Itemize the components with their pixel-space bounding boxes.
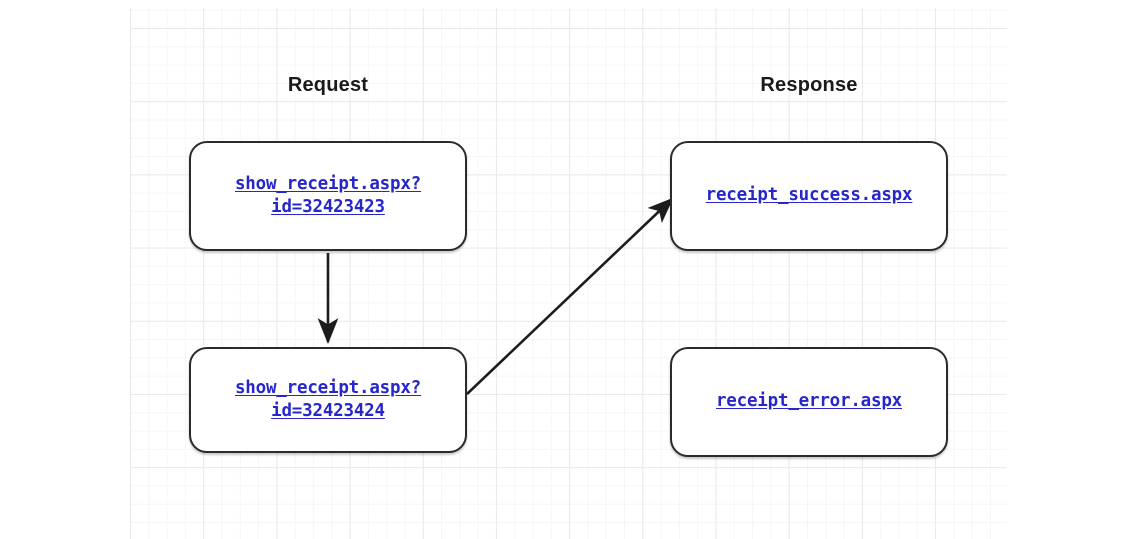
node-response-receipt-success[interactable]: receipt_success.aspx — [670, 141, 948, 251]
node-label-link[interactable]: receipt_error.aspx — [715, 391, 903, 412]
node-request-receipt-32423424[interactable]: show_receipt.aspx? id=32423424 — [189, 347, 467, 453]
node-label-link[interactable]: show_receipt.aspx? id=32423423 — [234, 173, 422, 217]
node-response-receipt-error[interactable]: receipt_error.aspx — [670, 347, 948, 457]
column-title-request: Request — [287, 74, 369, 96]
node-label-link[interactable]: receipt_success.aspx — [705, 185, 913, 206]
column-title-response: Response — [760, 74, 858, 96]
node-label-link[interactable]: show_receipt.aspx? id=32423424 — [234, 377, 422, 421]
node-request-receipt-32423423[interactable]: show_receipt.aspx? id=32423423 — [189, 141, 467, 251]
